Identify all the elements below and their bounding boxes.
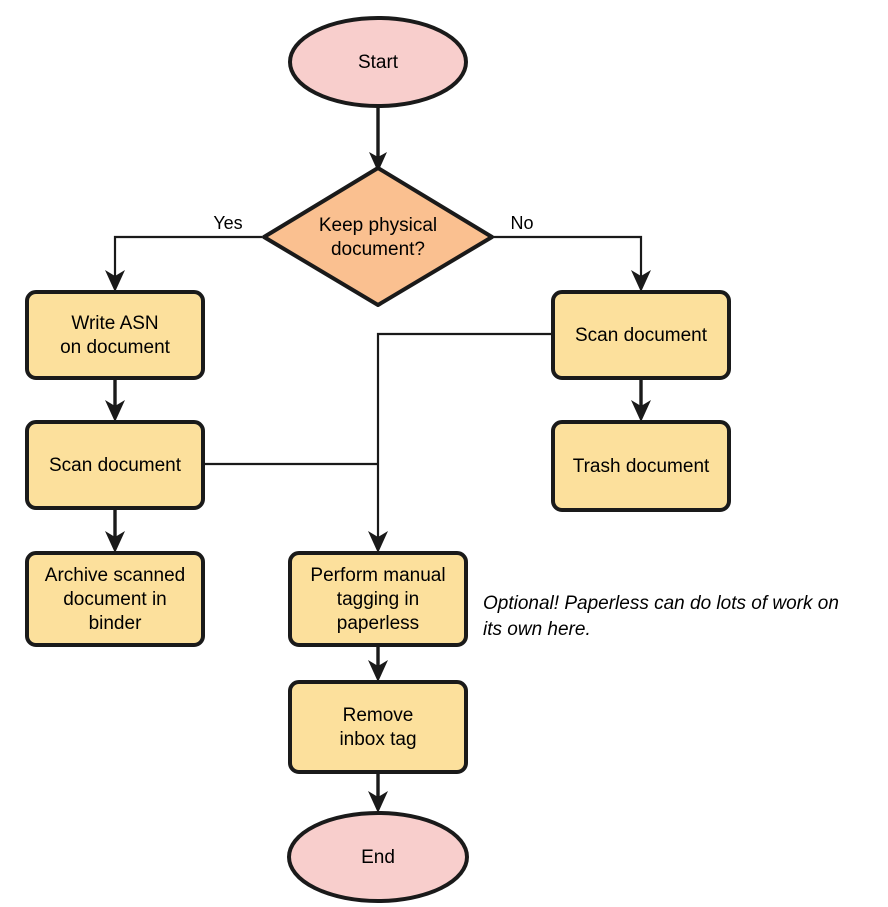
optional-note-line2: its own here. xyxy=(483,619,591,640)
node-write-asn-label-line1: Write ASN xyxy=(71,313,158,334)
node-trash-document-label: Trash document xyxy=(573,456,710,477)
edge-scanleft-to-archive xyxy=(105,508,125,553)
node-archive-binder-label-line3: binder xyxy=(89,613,142,634)
node-manual-tagging[interactable]: Perform manual tagging in paperless xyxy=(288,551,468,647)
edge-decision-yes xyxy=(105,235,262,292)
node-remove-inbox-tag-label-line2: inbox tag xyxy=(339,729,416,750)
node-scan-document-left-label: Scan document xyxy=(49,455,182,476)
edge-label-yes: Yes xyxy=(213,213,242,233)
edge-removeinbox-to-end xyxy=(368,772,388,813)
scan-document-right-rect-shape xyxy=(551,290,731,380)
scan-document-left-rect-shape xyxy=(25,420,205,510)
node-write-asn-label-line2: on document xyxy=(60,337,171,358)
node-manual-tagging-label-line2: tagging in xyxy=(337,589,419,610)
node-keep-physical-label-line2: document? xyxy=(331,239,425,260)
node-keep-physical-label-line1: Keep physical xyxy=(319,215,437,236)
node-manual-tagging-label-line1: Perform manual xyxy=(310,565,445,586)
decision-diamond-shape xyxy=(262,166,494,307)
remove-inbox-tag-rect-shape xyxy=(288,680,468,774)
node-end[interactable]: End xyxy=(287,811,469,903)
node-remove-inbox-tag[interactable]: Remove inbox tag xyxy=(288,680,468,774)
node-start-label: Start xyxy=(358,52,399,73)
write-asn-rect-shape xyxy=(25,290,205,380)
node-scan-document-right[interactable]: Scan document xyxy=(551,290,731,380)
node-archive-binder[interactable]: Archive scanned document in binder xyxy=(25,551,205,647)
node-archive-binder-label-line1: Archive scanned xyxy=(45,565,185,586)
node-remove-inbox-tag-label-line1: Remove xyxy=(343,705,414,726)
node-archive-binder-label-line2: document in xyxy=(63,589,167,610)
edge-scanright-to-trash xyxy=(631,378,651,422)
node-trash-document[interactable]: Trash document xyxy=(551,420,731,512)
node-manual-tagging-label-line3: paperless xyxy=(337,613,419,634)
start-ellipse-shape xyxy=(288,16,468,108)
node-end-label: End xyxy=(361,847,395,868)
manual-tagging-rect-shape xyxy=(288,551,468,647)
archive-binder-rect-shape xyxy=(25,551,205,647)
edge-manualtagging-to-removeinbox xyxy=(368,645,388,682)
edge-decision-no xyxy=(492,235,651,292)
annotation-optional-note: Optional! Paperless can do lots of work … xyxy=(483,593,839,640)
edge-label-no: No xyxy=(510,213,533,233)
node-keep-physical-document[interactable]: Keep physical document? xyxy=(262,166,494,307)
node-scan-document-left[interactable]: Scan document xyxy=(25,420,205,510)
edge-scanright-to-manualtagging xyxy=(368,332,552,553)
node-start[interactable]: Start xyxy=(288,16,468,108)
end-ellipse-shape xyxy=(287,811,469,903)
node-scan-document-right-label: Scan document xyxy=(575,325,708,346)
edge-writeasn-to-scanleft xyxy=(105,378,125,422)
optional-note-line1: Optional! Paperless can do lots of work … xyxy=(483,593,839,614)
edge-start-to-decision xyxy=(369,105,387,172)
trash-document-rect-shape xyxy=(551,420,731,512)
node-write-asn[interactable]: Write ASN on document xyxy=(25,290,205,380)
